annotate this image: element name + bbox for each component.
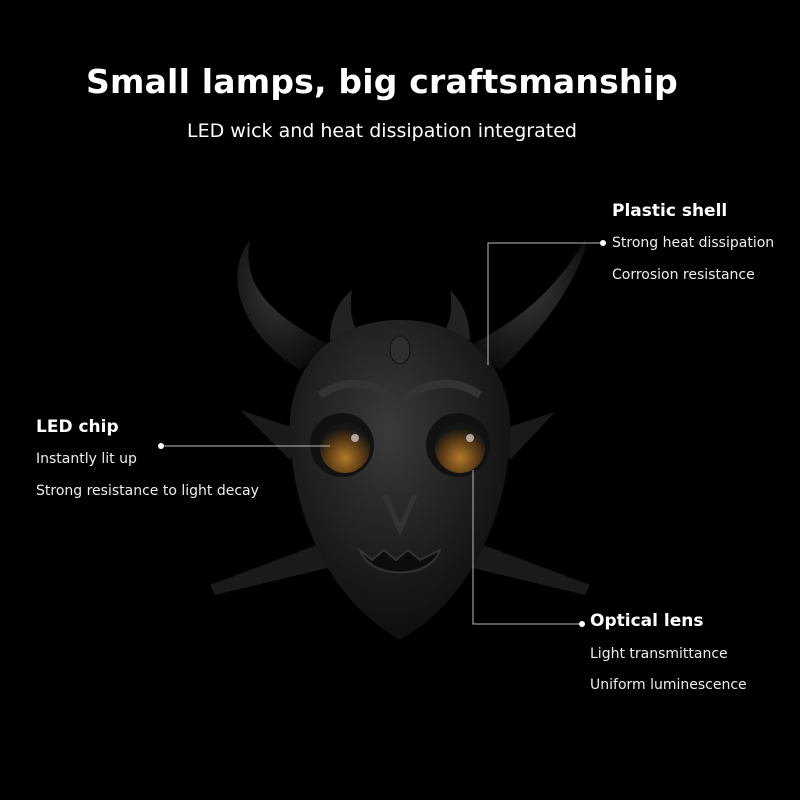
callout-heading: LED chip (36, 417, 119, 437)
callout-item: Instantly lit up (36, 451, 137, 467)
left-fin (210, 540, 340, 595)
right-ear (500, 412, 555, 460)
page-title: Small lamps, big craftsmanship (86, 62, 678, 101)
optical-lens-leader-line (472, 470, 582, 625)
callout-heading: Optical lens (590, 611, 704, 631)
callout-item: Corrosion resistance (612, 267, 755, 283)
mouth (357, 546, 442, 574)
led-chip-dot-icon (158, 443, 164, 449)
callout-heading: Plastic shell (612, 201, 728, 221)
right-lens (435, 423, 485, 473)
lamp-shell (289, 320, 511, 640)
right-lens-highlight (466, 434, 474, 442)
left-ear (240, 410, 300, 460)
right-horn (470, 240, 586, 370)
callout-item: Strong resistance to light decay (36, 483, 259, 499)
right-brow (402, 379, 483, 403)
optical-lens-dot-icon (579, 621, 585, 627)
plastic-shell-leader-line (487, 242, 603, 365)
left-lens-highlight (351, 434, 359, 442)
right-fin (460, 540, 590, 595)
right-small-horn (440, 290, 470, 340)
left-horn (237, 240, 330, 370)
callout-item: Strong heat dissipation (612, 235, 775, 251)
nose (382, 494, 418, 537)
callout-item: Light transmittance (590, 646, 728, 662)
left-lens (320, 423, 370, 473)
callout-item: Uniform luminescence (590, 677, 747, 693)
left-small-horn (330, 290, 360, 340)
page-subtitle: LED wick and heat dissipation integrated (187, 120, 577, 142)
left-brow (317, 379, 398, 403)
plastic-shell-dot-icon (600, 240, 606, 246)
third-eye (389, 335, 411, 365)
